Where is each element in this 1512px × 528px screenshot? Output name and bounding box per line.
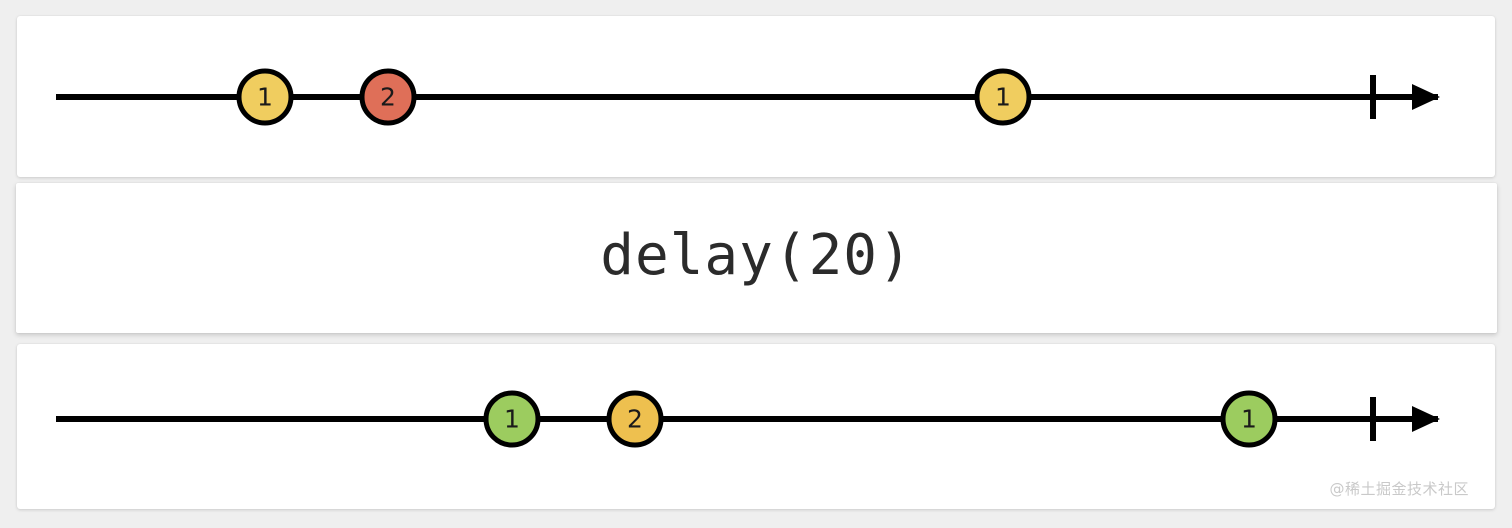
marble[interactable]: 1 — [1220, 390, 1278, 448]
svg-text:2: 2 — [380, 83, 396, 112]
marble[interactable]: 1 — [974, 68, 1032, 126]
result-stream-panel: 1 2 1 @稀土掘金技术社区 — [17, 344, 1495, 509]
marble[interactable]: 1 — [236, 68, 294, 126]
marble[interactable]: 1 — [483, 390, 541, 448]
result-timeline-canvas: 1 2 1 — [56, 390, 1440, 448]
result-arrowhead — [1412, 406, 1440, 432]
source-arrowhead — [1412, 84, 1440, 110]
marble[interactable]: 2 — [606, 390, 664, 448]
svg-text:1: 1 — [995, 83, 1011, 112]
watermark: @稀土掘金技术社区 — [1329, 480, 1469, 498]
svg-text:1: 1 — [1241, 405, 1257, 434]
source-stream-panel: 1 2 1 — [17, 16, 1495, 177]
svg-text:2: 2 — [627, 405, 643, 434]
source-timeline-canvas: 1 2 1 — [56, 68, 1440, 126]
svg-text:1: 1 — [257, 83, 273, 112]
operator-label: delay(20) — [600, 223, 913, 288]
operator-panel: delay(20) — [16, 183, 1497, 333]
svg-text:1: 1 — [504, 405, 520, 434]
marble[interactable]: 2 — [359, 68, 417, 126]
